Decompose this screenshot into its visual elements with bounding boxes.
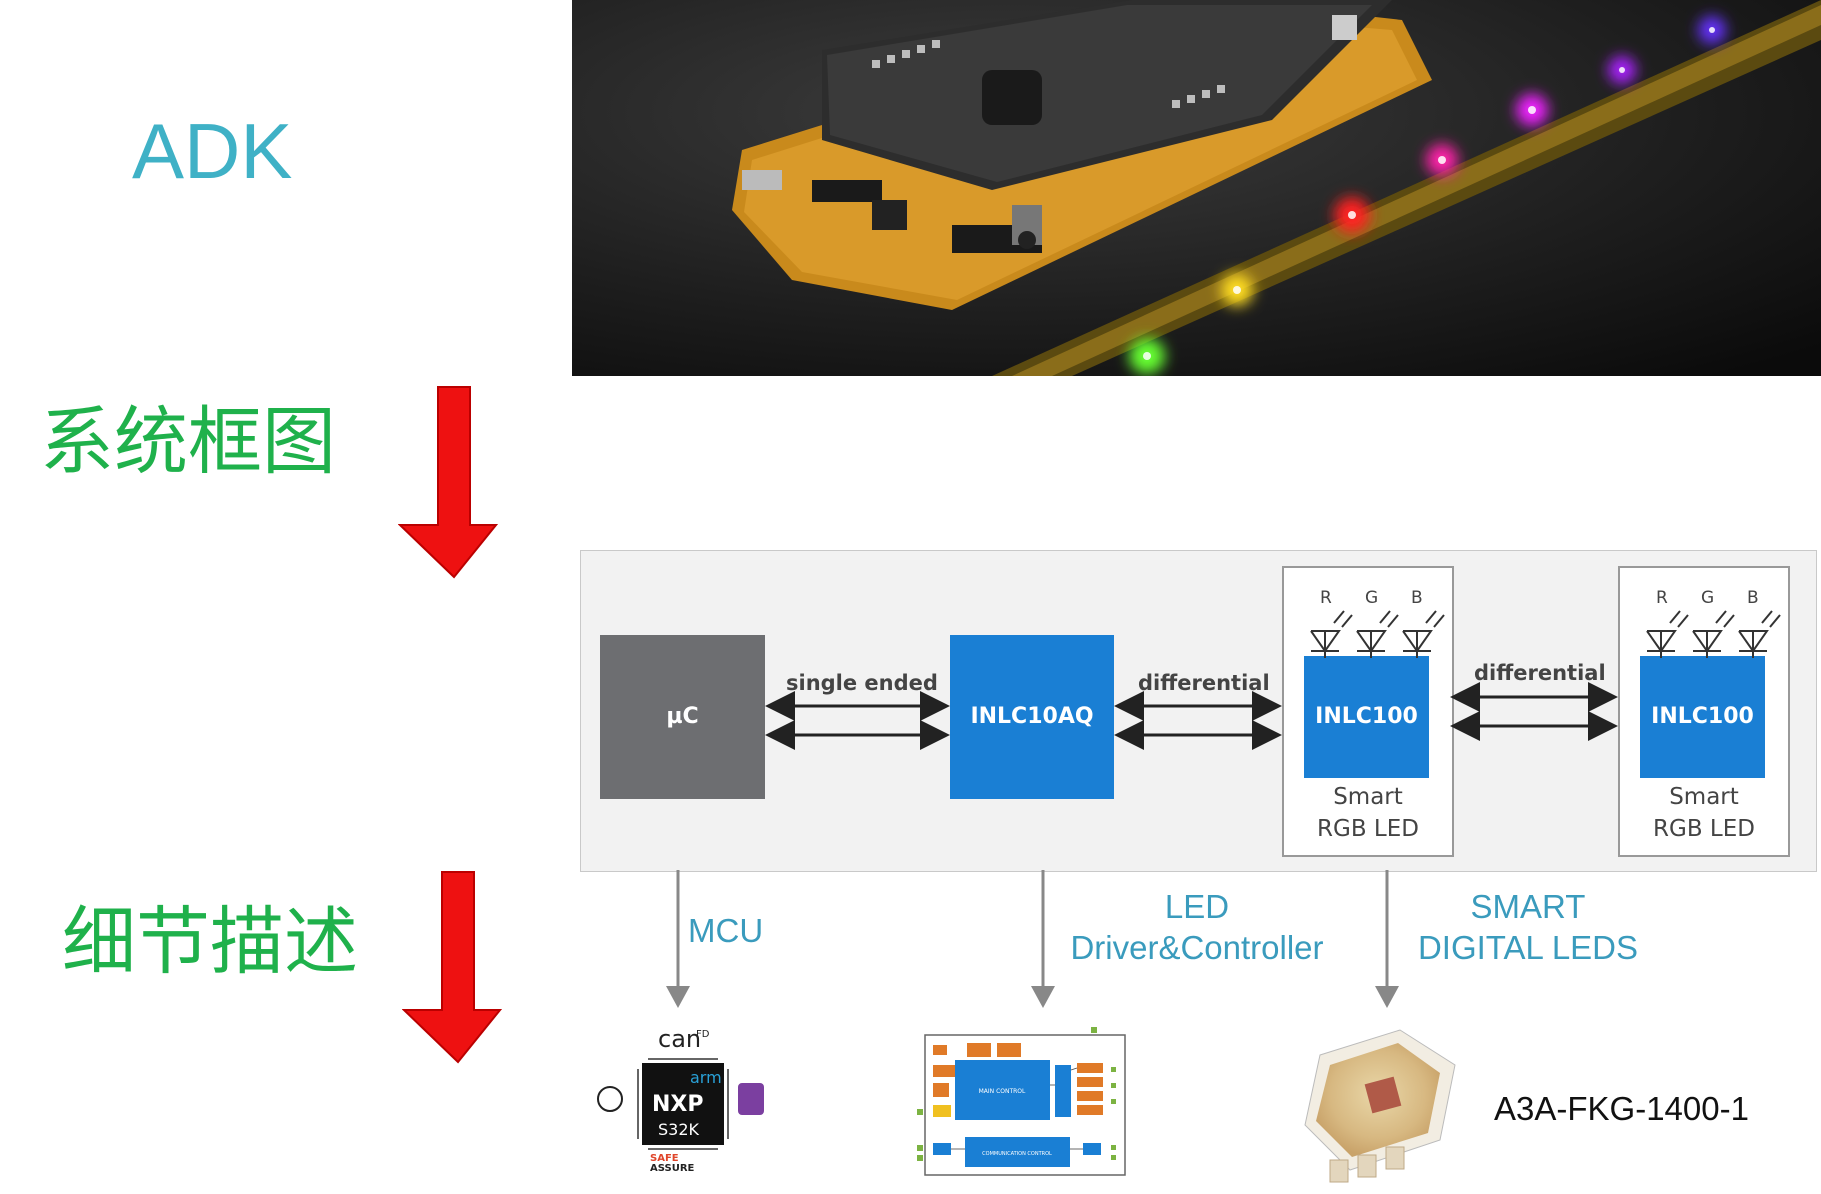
arm-logo-text: arm — [690, 1068, 722, 1087]
rgb-b-2: B — [1747, 588, 1759, 608]
rgb-r-1: R — [1320, 588, 1332, 608]
adk-board-photo — [572, 0, 1821, 376]
rgb-diodes-icon-1: R G B — [1310, 588, 1445, 658]
led-caption-1: Smart RGB LED — [1284, 781, 1452, 845]
led-caption-1-line-1: Smart — [1333, 784, 1403, 810]
comm-control-text: COMMUNICATION CONTROL — [982, 1151, 1052, 1157]
driver-block-label: INLC10AQ — [970, 704, 1094, 729]
rgb-r-2: R — [1656, 588, 1668, 608]
can-logo-text: can — [658, 1025, 701, 1053]
mcu-block: µC — [600, 635, 765, 799]
safety-icon — [597, 1086, 623, 1112]
red-down-arrow-2 — [402, 871, 502, 1064]
red-down-arrow-1 — [398, 386, 498, 579]
led-caption-2-line-1: Smart — [1669, 784, 1739, 810]
rgb-diodes-icon-2: R G B — [1646, 588, 1781, 658]
led-driver-caption: LED Driver&Controller — [1062, 886, 1332, 968]
smart-led-unit-1: INLC100 R G B Smart RGB LED — [1282, 566, 1454, 857]
smart-led-package-image — [1304, 1029, 1456, 1183]
rgb-g-2: G — [1701, 588, 1714, 608]
led-block-2: INLC100 — [1640, 656, 1765, 778]
signal-label-differential-2: differential — [1474, 661, 1606, 685]
smart-leds-caption-line-1: SMART — [1470, 888, 1586, 925]
led-caption-2-line-2: RGB LED — [1653, 816, 1755, 842]
driver-block: INLC10AQ — [950, 635, 1114, 799]
led-block-1: INLC100 — [1304, 656, 1429, 778]
security-icon — [738, 1083, 764, 1115]
smart-leds-caption-line-2: DIGITAL LEDS — [1417, 929, 1639, 966]
system-block-diagram-label: 系统框图 — [40, 399, 336, 485]
nxp-logo-text: NXP — [652, 1092, 704, 1117]
safe-logo-text: SAFE — [650, 1153, 679, 1164]
signal-arrows — [765, 682, 1618, 750]
detail-arrows — [666, 870, 1399, 1008]
rgb-g-1: G — [1365, 588, 1378, 608]
led-driver-caption-line-2: Driver&Controller — [1070, 929, 1324, 966]
rgb-b-1: B — [1411, 588, 1423, 608]
led-block-2-label: INLC100 — [1651, 704, 1754, 729]
s32k-text: S32K — [658, 1120, 700, 1139]
main-control-text: MAIN CONTROL — [979, 1088, 1026, 1095]
detail-description-label: 细节描述 — [62, 899, 358, 985]
block-diagram-panel: µC INLC10AQ INLC100 R G B Smart RGB LED — [580, 550, 1817, 872]
led-caption-1-line-2: RGB LED — [1317, 816, 1419, 842]
smart-led-unit-2: INLC100 R G B Smart RGB LED — [1618, 566, 1790, 857]
smart-leds-caption: SMART DIGITAL LEDS — [1408, 886, 1648, 968]
led-block-1-label: INLC100 — [1315, 704, 1418, 729]
led-driver-caption-line-1: LED — [1164, 888, 1230, 925]
led-caption-2: Smart RGB LED — [1620, 781, 1788, 845]
fd-logo-text: FD — [696, 1029, 710, 1040]
assure-logo-text: ASSURE — [650, 1163, 695, 1174]
adk-label: ADK — [132, 107, 293, 195]
inlc10aq-block-diagram-image: MAIN CONTROL COMMUNICATION CONTROL — [917, 1027, 1126, 1176]
led-part-number: A3A-FKG-1400-1 — [1494, 1090, 1749, 1127]
mcu-block-label: µC — [666, 704, 699, 729]
mcu-caption: MCU — [688, 912, 764, 949]
nxp-s32k-chip-image: can FD arm NXP S32K SAFE ASSURE — [597, 1025, 764, 1174]
